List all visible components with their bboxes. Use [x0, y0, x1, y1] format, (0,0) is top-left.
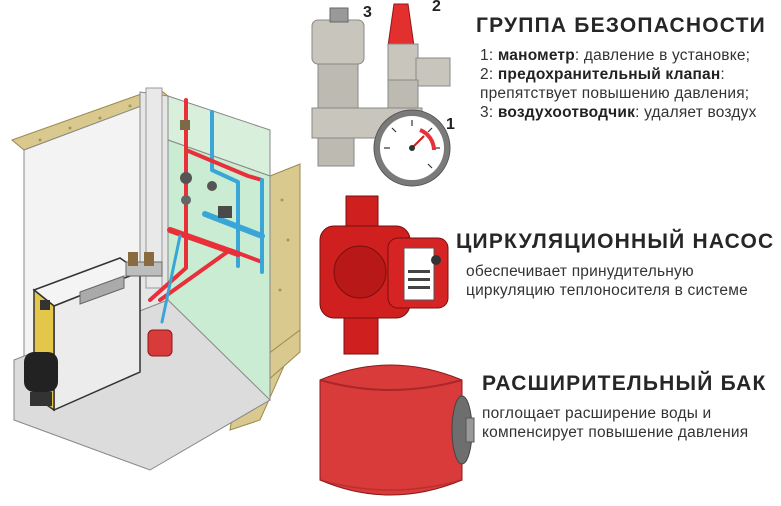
- safety-item-valve: 2: предохранительный клапан:: [480, 66, 725, 83]
- callout-2: 2: [432, 0, 441, 15]
- pipes: [148, 98, 265, 324]
- chimney: [145, 87, 163, 289]
- callout-1: 1: [446, 116, 455, 133]
- wall-fittings: [180, 120, 232, 218]
- safety-item-air-vent: 3: воздухоотводчик: удаляет воздух: [480, 104, 757, 121]
- circulation-pump-image: [319, 195, 449, 355]
- safety-group-image: [311, 3, 451, 187]
- safety-group-description: 1: манометр: давление в установке; 2: пр…: [480, 46, 757, 122]
- pump-title: ЦИРКУЛЯЦИОННЫЙ НАСОС: [456, 230, 775, 253]
- expansion-tank-image: [319, 364, 475, 496]
- floor-expansion-tank: [147, 329, 173, 357]
- callout-3: 3: [363, 4, 372, 21]
- safety-group-title: ГРУППА БЕЗОПАСНОСТИ: [476, 14, 766, 37]
- tank-description: поглощает расширение воды и компенсирует…: [482, 405, 749, 441]
- safety-item-valve-desc: препятствует повышению давления;: [480, 85, 750, 102]
- tank-title: РАСШИРИТЕЛЬНЫЙ БАК: [482, 372, 767, 395]
- safety-item-manometer: 1: манометр: давление в установке;: [480, 47, 751, 64]
- boiler: [24, 252, 163, 412]
- pump-description: обеспечивает принудительную циркуляцию т…: [466, 263, 748, 299]
- boiler-room-walls: [13, 91, 271, 471]
